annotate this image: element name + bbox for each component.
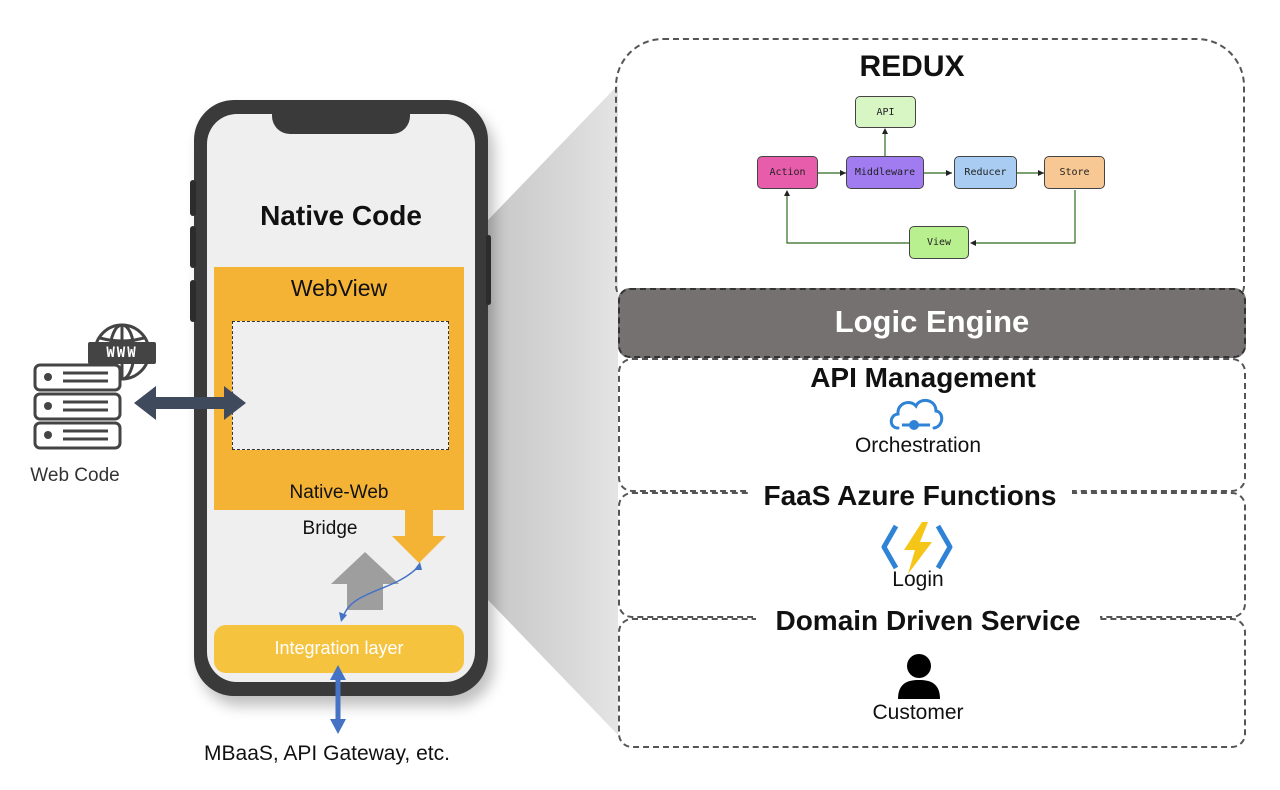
up-arrow-head [330, 665, 346, 680]
webview-content-area [232, 321, 449, 450]
customer-label: Customer [872, 701, 964, 724]
web-code-label: Web Code [30, 465, 120, 486]
native-web-label: Native-Web [289, 482, 389, 503]
phone-side-button [190, 280, 196, 322]
person-icon [898, 654, 940, 699]
integration-layer-label: Integration layer [274, 638, 404, 658]
orchestration-label: Orchestration [854, 434, 982, 457]
bridge-label: Bridge [302, 518, 358, 539]
azure-functions-icon [881, 522, 953, 574]
phone-side-button [486, 235, 491, 305]
redux-node-api: API [855, 96, 916, 128]
redux-node-reducer: Reducer [954, 156, 1017, 189]
api-management-label: API Management [740, 362, 1106, 394]
domain-driven-label: Domain Driven Service [756, 605, 1100, 637]
phone-side-button [190, 180, 196, 216]
redux-node-view: View [909, 226, 969, 259]
phone-side-button [190, 226, 196, 268]
redux-node-middleware: Middleware [846, 156, 924, 189]
bridge-curve-arrow [342, 565, 420, 619]
cloud-orchestration-icon [889, 398, 944, 430]
login-label: Login [892, 568, 944, 591]
web-server-icon [33, 323, 156, 450]
phone-notch [272, 112, 410, 134]
redux-node-action: Action [757, 156, 818, 189]
backend-label: MBaaS, API Gateway, etc. [204, 742, 450, 765]
redux-section [615, 38, 1245, 300]
web-double-arrow [134, 386, 246, 420]
logic-engine-label: Logic Engine [834, 304, 1030, 339]
down-arrow-head [330, 719, 346, 734]
integration-layer [214, 625, 464, 673]
redux-node-store: Store [1044, 156, 1105, 189]
webview-label: WebView [290, 275, 388, 301]
www-badge-label: WWW [106, 345, 138, 361]
faas-label: FaaS Azure Functions [748, 480, 1072, 512]
native-code-label: Native Code [260, 200, 422, 231]
orange-down-arrow [392, 510, 446, 563]
gray-up-arrow [331, 552, 399, 610]
logic-engine-bar [618, 288, 1246, 358]
redux-title: REDUX [859, 50, 965, 83]
